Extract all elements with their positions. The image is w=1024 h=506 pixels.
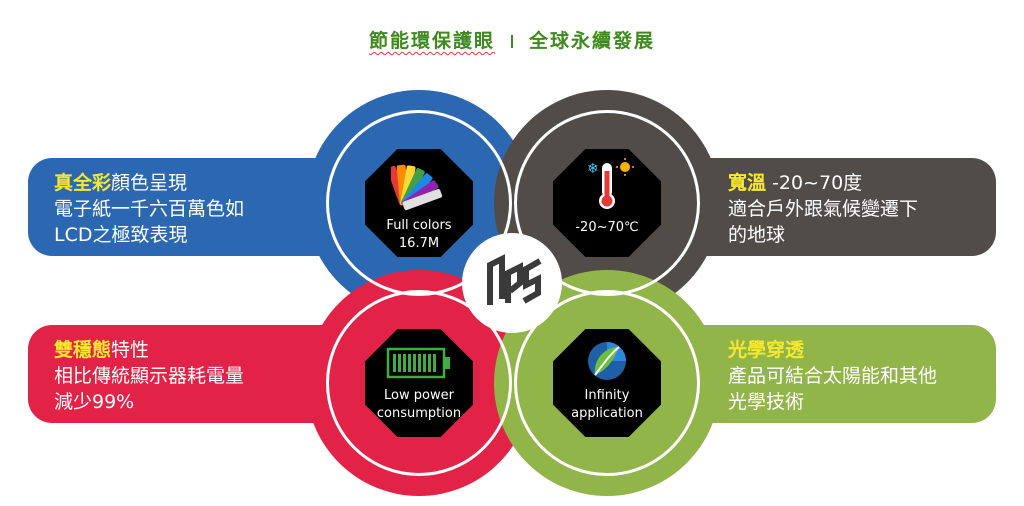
feature-color-highlight: 真全彩 [54, 172, 112, 194]
feature-light-badge-line1: Infinity [584, 388, 630, 403]
feature-light-ring [514, 290, 700, 476]
title-separator [511, 35, 513, 48]
title-right: 全球永續發展 [529, 30, 656, 52]
svg-text:❄: ❄ [587, 161, 599, 177]
feature-color-line1: 顏色呈現 [111, 172, 188, 194]
feature-light-badge: Infinity application [553, 329, 661, 437]
feature-power-ring [326, 290, 512, 476]
feature-color-line2: 電子紙一千六百萬色如 [54, 198, 245, 220]
feature-color-line3: LCD之極致表現 [54, 224, 188, 246]
feature-temperature-line3: 的地球 [728, 224, 786, 246]
feature-temperature-badge-line1: -20~70℃ [575, 220, 639, 235]
feature-power-line3: 減少99% [54, 391, 135, 413]
color-swatch-icon [365, 159, 473, 217]
ris-logo-icon [487, 254, 542, 305]
feature-power-line2: 相比傳統顯示器耗電量 [54, 365, 245, 387]
feature-power-badge: Low power consumption [365, 329, 473, 437]
feature-light-badge-line2: application [571, 406, 643, 421]
feature-color-badge-line1: Full colors [386, 218, 452, 233]
leaf-globe-icon [553, 339, 661, 389]
title-left: 節能環保護眼 [368, 30, 495, 52]
page-title: 節能環保護眼 全球永續發展 [0, 26, 1024, 53]
feature-power-highlight: 雙穩態 [54, 339, 112, 361]
feature-temperature-line2: 適合戶外跟氣候變遷下 [728, 198, 919, 220]
feature-light-highlight: 光學穿透 [728, 339, 805, 361]
battery-icon [365, 347, 473, 385]
ris-logo [462, 233, 562, 333]
feature-power-line1: 特性 [111, 339, 150, 361]
feature-temperature-badge: ❄ -20~70℃ [553, 149, 661, 257]
feature-temperature-highlight: 寬溫 [728, 172, 767, 194]
feature-power-badge-line2: consumption [376, 406, 462, 421]
feature-light-line3: 光學技術 [728, 391, 805, 413]
thermometer-icon: ❄ [553, 157, 661, 217]
feature-color-badge: Full colors 16.7M [365, 149, 473, 257]
feature-light-line2: 產品可結合太陽能和其他 [728, 365, 938, 387]
feature-color-badge-line2: 16.7M [398, 236, 440, 251]
feature-temperature-line1: -20~70度 [766, 172, 863, 194]
feature-power-badge-line1: Low power [384, 388, 454, 403]
